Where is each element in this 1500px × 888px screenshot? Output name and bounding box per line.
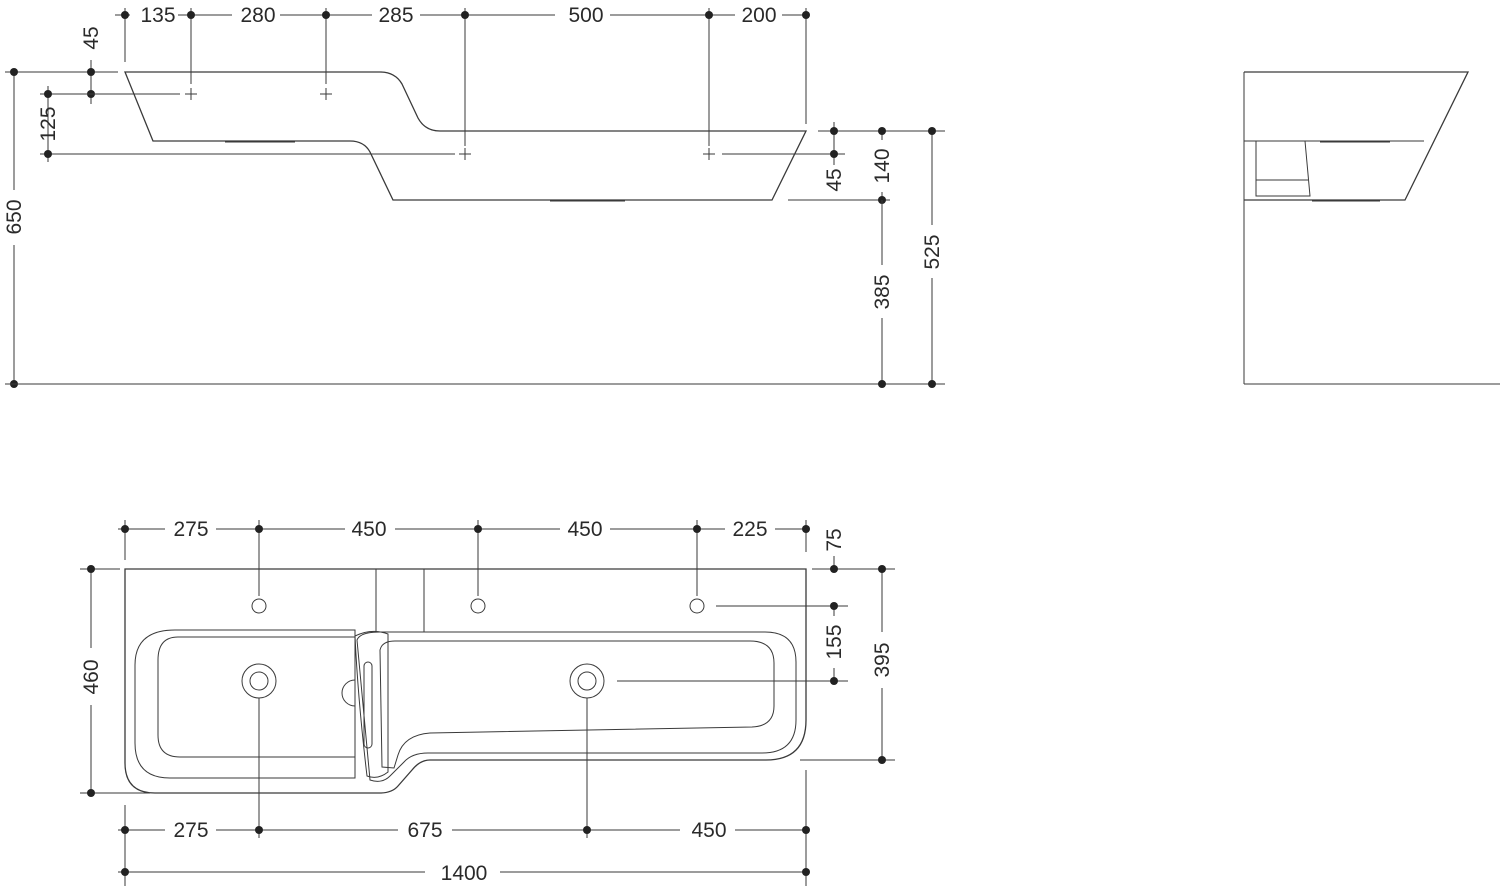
drain-left-icon bbox=[241, 663, 277, 699]
top-view-top-dimension: 275 450 450 225 bbox=[118, 518, 810, 596]
dim-total-1400: 1400 bbox=[441, 862, 488, 885]
dim-front-285: 285 bbox=[378, 4, 413, 27]
dim-bottom-675: 675 bbox=[407, 819, 442, 842]
front-basin-outline bbox=[124, 71, 808, 201]
overflow-icon bbox=[341, 679, 356, 707]
dim-front-500: 500 bbox=[568, 4, 603, 27]
dim-front-45-right: 45 bbox=[823, 168, 846, 191]
drain-right-icon bbox=[569, 663, 605, 699]
top-view: 275 450 450 225 460 75 155 bbox=[80, 518, 895, 886]
top-view-left-dimension: 460 bbox=[80, 565, 150, 797]
top-view-right-dimension: 75 155 395 bbox=[617, 528, 895, 764]
divider-element bbox=[354, 630, 389, 778]
dim-bottom-275: 275 bbox=[173, 819, 208, 842]
left-bowl-inner bbox=[157, 636, 356, 758]
top-view-bottom-dimension: 275 675 450 1400 bbox=[118, 698, 810, 886]
side-basin-outline bbox=[1244, 71, 1470, 201]
dim-front-650: 650 bbox=[3, 199, 26, 234]
dim-top-225: 225 bbox=[732, 518, 767, 541]
front-top-dimension: 135 280 285 500 200 bbox=[115, 4, 810, 146]
dim-top-460: 460 bbox=[80, 659, 103, 694]
dim-top-450-b: 450 bbox=[567, 518, 602, 541]
dim-top-155: 155 bbox=[823, 624, 846, 659]
dim-top-395: 395 bbox=[871, 642, 894, 677]
right-bowl-inner bbox=[379, 640, 775, 769]
front-view: 135 280 285 500 200 650 45 125 bbox=[3, 4, 945, 388]
tap-hole-2 bbox=[470, 598, 486, 614]
dim-front-125: 125 bbox=[37, 106, 60, 141]
side-view bbox=[1243, 71, 1500, 385]
tap-mark-2 bbox=[320, 88, 332, 100]
tap-hole-1 bbox=[251, 598, 267, 614]
left-bowl-outer bbox=[134, 629, 356, 779]
dim-top-450-a: 450 bbox=[351, 518, 386, 541]
dim-top-75: 75 bbox=[823, 528, 846, 551]
tap-hole-3 bbox=[689, 598, 705, 614]
dim-front-385: 385 bbox=[871, 274, 894, 309]
tap-mark-1 bbox=[185, 88, 197, 100]
dim-bottom-450: 450 bbox=[691, 819, 726, 842]
tap-mark-3 bbox=[459, 148, 471, 160]
dim-front-200: 200 bbox=[741, 4, 776, 27]
front-right-dimension: 45 140 385 525 bbox=[722, 122, 945, 388]
right-bowl-outer bbox=[356, 631, 797, 782]
front-left-dimension: 650 45 125 bbox=[3, 26, 455, 388]
tap-mark-4 bbox=[703, 148, 715, 160]
dim-front-280: 280 bbox=[240, 4, 275, 27]
top-basin-outline bbox=[124, 568, 807, 794]
dim-front-525: 525 bbox=[921, 234, 944, 269]
dim-top-275: 275 bbox=[173, 518, 208, 541]
dim-front-45-left: 45 bbox=[80, 26, 103, 49]
dim-front-140: 140 bbox=[871, 148, 894, 183]
dim-front-135: 135 bbox=[140, 4, 175, 27]
